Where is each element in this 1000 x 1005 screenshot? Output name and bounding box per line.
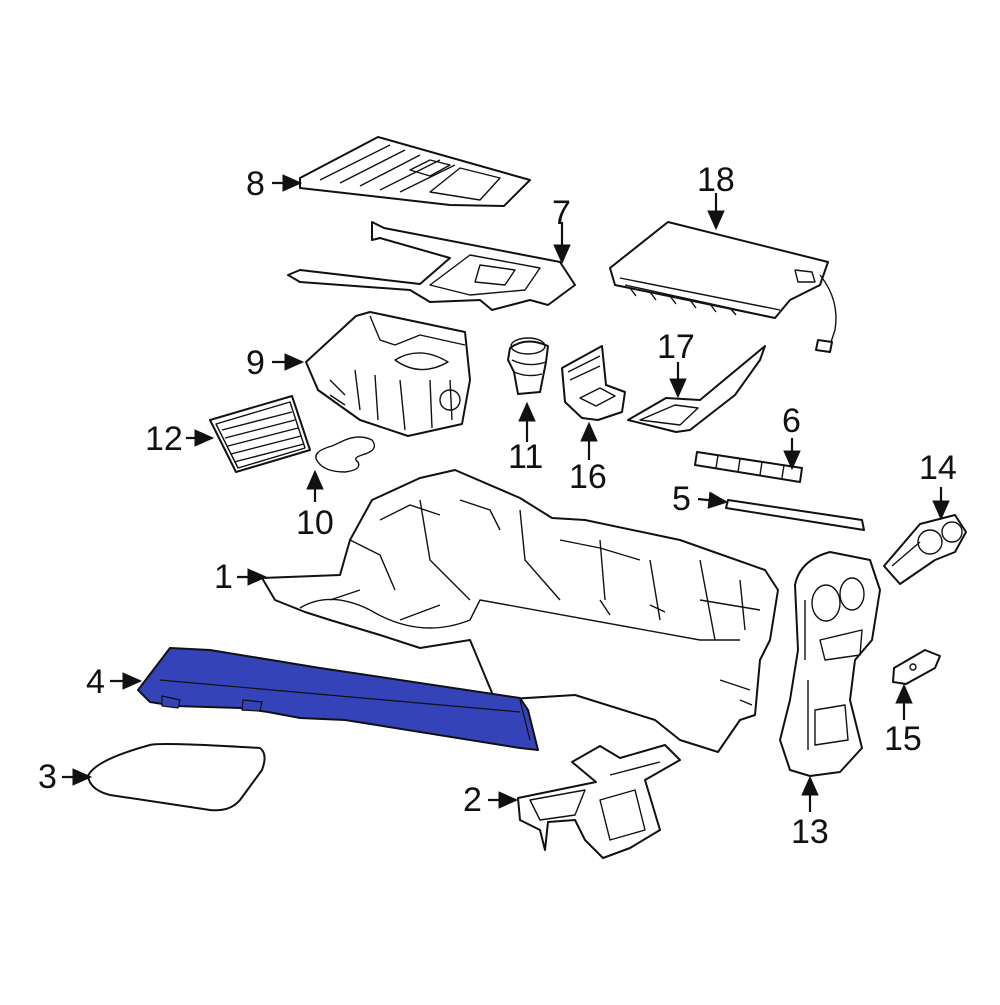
callout-5: 5 xyxy=(672,480,691,518)
part-13-rear-housing[interactable] xyxy=(779,551,881,777)
callout-16: 16 xyxy=(569,458,607,496)
callout-4: 4 xyxy=(86,663,105,701)
part-7-bezel[interactable] xyxy=(287,221,576,311)
callout-14: 14 xyxy=(919,449,957,487)
part-17-pad[interactable] xyxy=(627,345,766,433)
callout-10: 10 xyxy=(296,504,334,542)
part-8-top-cover[interactable] xyxy=(299,136,531,207)
callout-7: 7 xyxy=(552,194,571,232)
callout-11: 11 xyxy=(508,438,544,476)
part-14-vent[interactable] xyxy=(883,514,967,585)
part-6-strip[interactable] xyxy=(694,451,803,483)
part-2-support[interactable] xyxy=(517,744,681,859)
callout-8: 8 xyxy=(246,165,265,203)
part-15-clip[interactable] xyxy=(892,649,941,685)
callout-12: 12 xyxy=(145,420,183,458)
callout-15: 15 xyxy=(884,720,922,758)
callout-13: 13 xyxy=(791,813,829,851)
callout-17: 17 xyxy=(657,328,695,366)
part-3-mat[interactable] xyxy=(87,743,266,812)
callout-9: 9 xyxy=(246,344,265,382)
part-16-bracket[interactable] xyxy=(561,345,626,421)
part-10-gasket[interactable] xyxy=(315,436,376,473)
part-12-grille-mat[interactable] xyxy=(209,395,311,473)
callout-6: 6 xyxy=(782,402,801,440)
part-1-console-body[interactable] xyxy=(261,469,779,753)
part-18-armrest-lid[interactable] xyxy=(609,221,837,353)
part-9-storage-bin[interactable] xyxy=(305,311,471,437)
part-4-side-panel-highlighted[interactable] xyxy=(137,647,539,751)
part-11-cup-holder[interactable] xyxy=(507,337,549,395)
callout-1: 1 xyxy=(214,558,233,596)
part-5-thin-strip[interactable] xyxy=(725,499,865,531)
callout-2: 2 xyxy=(463,781,482,819)
callout-18: 18 xyxy=(697,161,735,199)
callout-3: 3 xyxy=(38,758,57,796)
